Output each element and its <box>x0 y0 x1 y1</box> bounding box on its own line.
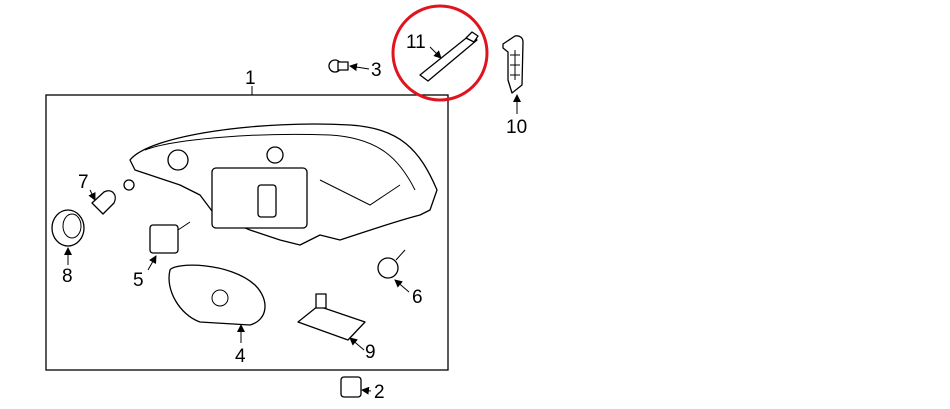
callout-4: 4 <box>235 346 246 367</box>
part-6-bulb[interactable] <box>377 249 406 279</box>
highlight-circle <box>391 4 489 102</box>
callout-3: 3 <box>371 60 382 81</box>
callout-1: 1 <box>245 68 256 89</box>
callout-8: 8 <box>62 266 73 287</box>
part-3-bolt[interactable] <box>328 59 349 73</box>
part-8-cap[interactable] <box>51 209 85 247</box>
leader-lines <box>64 46 521 395</box>
assembly-box <box>45 94 449 371</box>
part-5-socket[interactable] <box>149 221 191 254</box>
part-7-bulb[interactable] <box>91 179 135 215</box>
headlamp-housing[interactable] <box>129 123 438 246</box>
callout-6: 6 <box>412 287 423 308</box>
callout-7: 7 <box>78 172 89 193</box>
part-2-clip[interactable] <box>340 376 362 398</box>
callout-10: 10 <box>506 117 527 138</box>
callout-2: 2 <box>374 382 385 403</box>
part-10-bracket[interactable] <box>502 35 524 94</box>
callout-11: 11 <box>406 32 426 53</box>
part-9-module[interactable] <box>297 293 366 341</box>
callout-5: 5 <box>133 270 144 291</box>
part-11-adjuster[interactable] <box>419 31 479 82</box>
part-4-cover[interactable] <box>168 264 266 326</box>
callout-9: 9 <box>365 342 376 363</box>
